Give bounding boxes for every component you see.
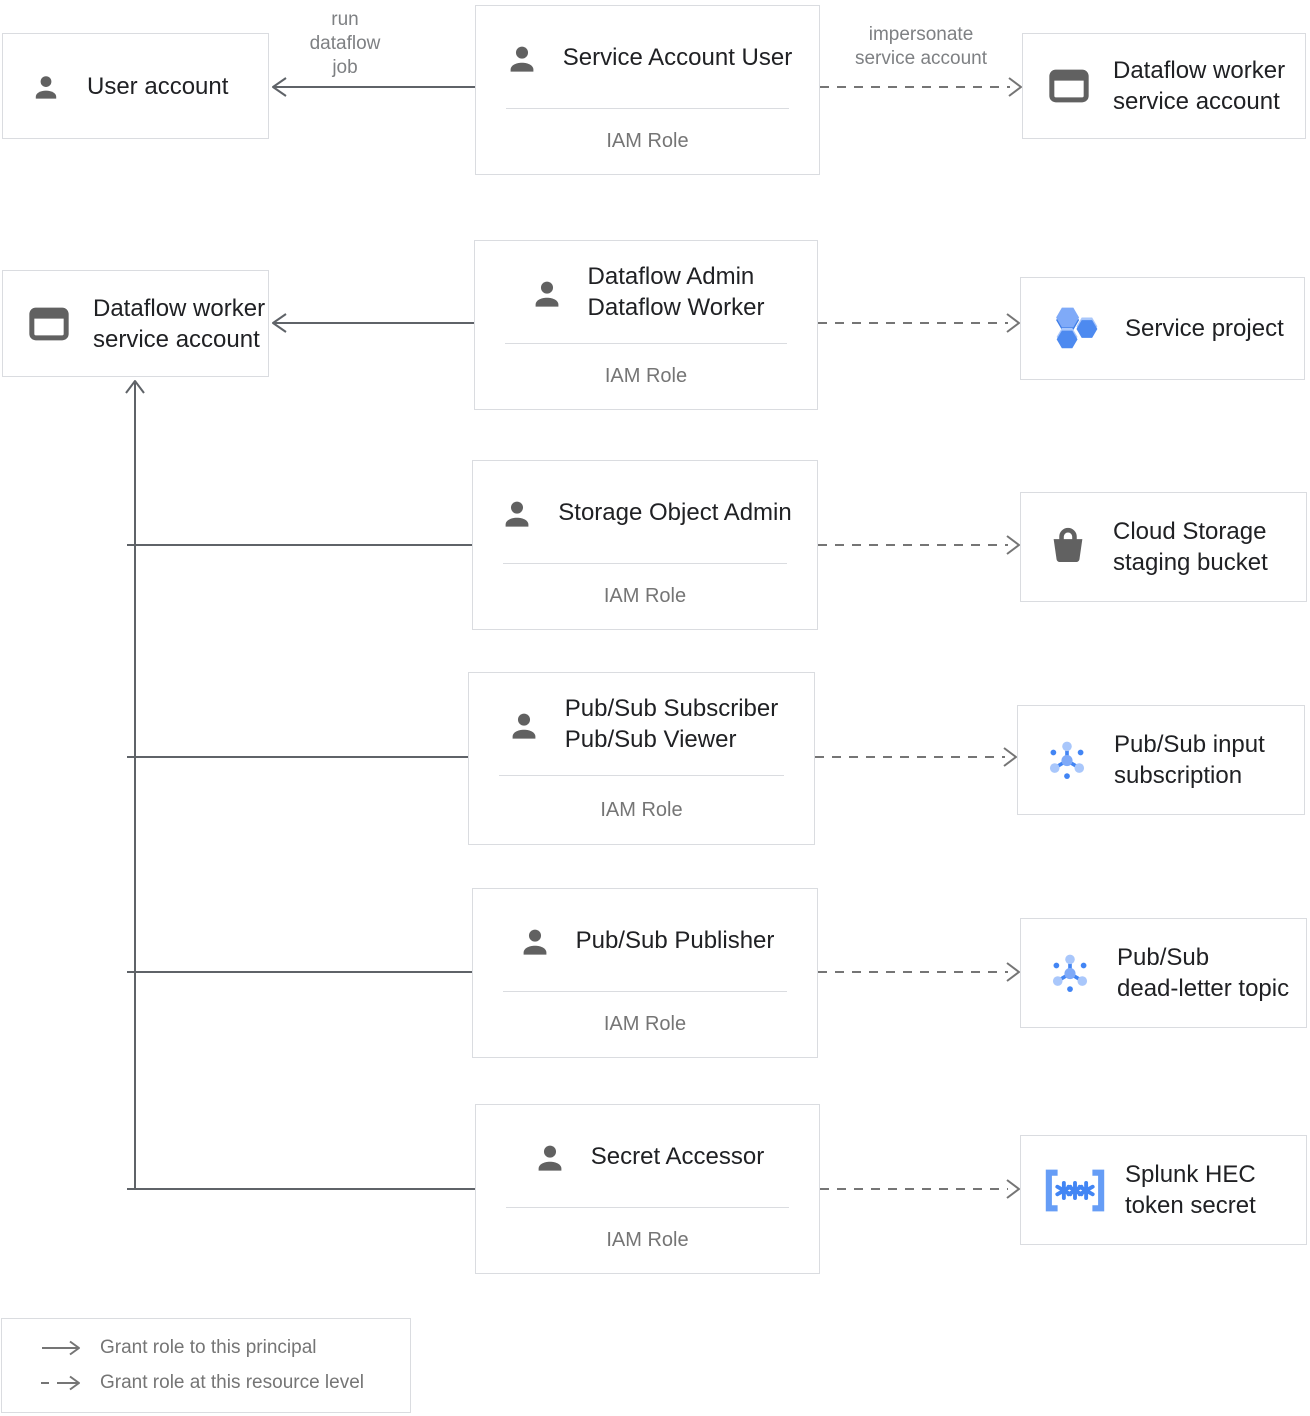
edge-label-line: job — [332, 57, 358, 78]
arrowhead-vertical-to-worker-sa — [125, 380, 145, 394]
node-label: Pub/Sub dead-letter topic — [1117, 944, 1290, 1002]
role-box-storage-object-admin: Storage Object Admin IAM Role — [472, 460, 818, 630]
secret-icon — [1043, 1168, 1107, 1213]
solid-edges — [125, 77, 475, 1190]
role-box-service-account-user: Service Account User IAM Role — [475, 5, 820, 175]
legend-label: Grant role to this principal — [100, 1337, 317, 1358]
legend-item-grant-resource-level: Grant role at this resource level — [40, 1372, 410, 1394]
node-label: User account — [87, 72, 229, 100]
person-icon — [29, 71, 63, 101]
service-account-card-icon — [1049, 69, 1089, 103]
role-title: Pub/Sub Publisher — [575, 926, 775, 954]
edge-label-run-dataflow-job: run dataflow job — [272, 8, 418, 80]
node-user-account: User account — [2, 33, 269, 139]
role-box-pubsub-publisher: Pub/Sub Publisher IAM Role — [472, 888, 818, 1058]
pubsub-icon — [1047, 950, 1093, 996]
node-service-project: Service project — [1020, 277, 1305, 380]
arrowhead-impersonate — [1008, 77, 1022, 97]
solid-arrow-icon — [40, 1339, 82, 1357]
legend: Grant role to this principal Grant role … — [1, 1318, 411, 1413]
divider — [506, 1207, 789, 1208]
edge-label-line: run — [331, 9, 359, 30]
edge-label-line: impersonate — [868, 24, 974, 45]
role-box-secret-accessor: Secret Accessor IAM Role — [475, 1104, 820, 1274]
iam-role-label: IAM Role — [606, 1229, 689, 1251]
project-hexagons-icon — [1053, 305, 1101, 353]
arrowhead-input-subscription — [1003, 747, 1017, 767]
person-icon — [528, 276, 566, 309]
node-pubsub-dead-letter-topic: Pub/Sub dead-letter topic — [1020, 918, 1307, 1028]
role-title: Service Account User — [562, 43, 793, 71]
node-dataflow-worker-sa-left: Dataflow worker service account — [2, 270, 269, 377]
dashed-edges — [815, 77, 1022, 1199]
iam-role-label: IAM Role — [603, 1013, 687, 1035]
iam-role-label: IAM Role — [603, 585, 687, 607]
person-icon — [516, 924, 554, 957]
storage-bucket-icon — [1047, 526, 1089, 568]
arrowhead-token-secret — [1006, 1179, 1020, 1199]
role-title: Pub/Sub Subscriber Pub/Sub Viewer — [564, 695, 779, 753]
arrowhead-dead-letter-topic — [1006, 962, 1020, 982]
node-label: Cloud Storage staging bucket — [1113, 518, 1268, 576]
divider — [506, 108, 789, 109]
arrowhead-service-project — [1006, 313, 1020, 333]
pubsub-icon — [1044, 737, 1090, 783]
edge-label-impersonate: impersonate service account — [822, 23, 1020, 71]
service-account-card-icon — [29, 307, 69, 341]
person-icon — [503, 41, 541, 74]
role-title: Dataflow Admin Dataflow Worker — [587, 263, 765, 321]
arrowhead-run-dataflow-job — [272, 77, 287, 97]
arrowhead-dataflow-roles — [272, 313, 287, 333]
legend-label: Grant role at this resource level — [100, 1372, 365, 1393]
node-label: Pub/Sub input subscription — [1114, 731, 1265, 789]
node-label: Splunk HEC token secret — [1125, 1161, 1256, 1219]
role-box-pubsub-subscriber-viewer: Pub/Sub Subscriber Pub/Sub Viewer IAM Ro… — [468, 672, 815, 845]
role-title: Secret Accessor — [590, 1142, 765, 1170]
person-icon — [498, 496, 536, 529]
node-label: Dataflow worker service account — [93, 294, 266, 353]
node-staging-bucket: Cloud Storage staging bucket — [1020, 492, 1307, 602]
iam-role-label: IAM Role — [600, 798, 683, 821]
person-icon — [505, 708, 543, 741]
divider — [503, 563, 787, 564]
iam-role-label: IAM Role — [606, 130, 689, 152]
divider — [499, 775, 784, 776]
role-title: Storage Object Admin — [558, 498, 792, 526]
node-splunk-hec-token-secret: Splunk HEC token secret — [1020, 1135, 1307, 1245]
person-icon — [531, 1140, 569, 1173]
edge-label-line: dataflow — [309, 33, 381, 54]
divider — [503, 991, 787, 992]
divider — [505, 343, 787, 344]
edge-label-line: service account — [854, 48, 987, 69]
legend-item-grant-principal: Grant role to this principal — [40, 1337, 410, 1359]
dashed-arrow-icon — [40, 1374, 82, 1392]
node-dataflow-worker-sa-top: Dataflow worker service account — [1022, 33, 1306, 139]
node-pubsub-input-subscription: Pub/Sub input subscription — [1017, 705, 1305, 815]
arrowhead-staging-bucket — [1006, 535, 1020, 555]
iam-role-label: IAM Role — [604, 365, 688, 387]
node-label: Service project — [1125, 315, 1284, 342]
role-box-dataflow-admin-worker: Dataflow Admin Dataflow Worker IAM Role — [474, 240, 818, 410]
node-label: Dataflow worker service account — [1113, 57, 1286, 115]
